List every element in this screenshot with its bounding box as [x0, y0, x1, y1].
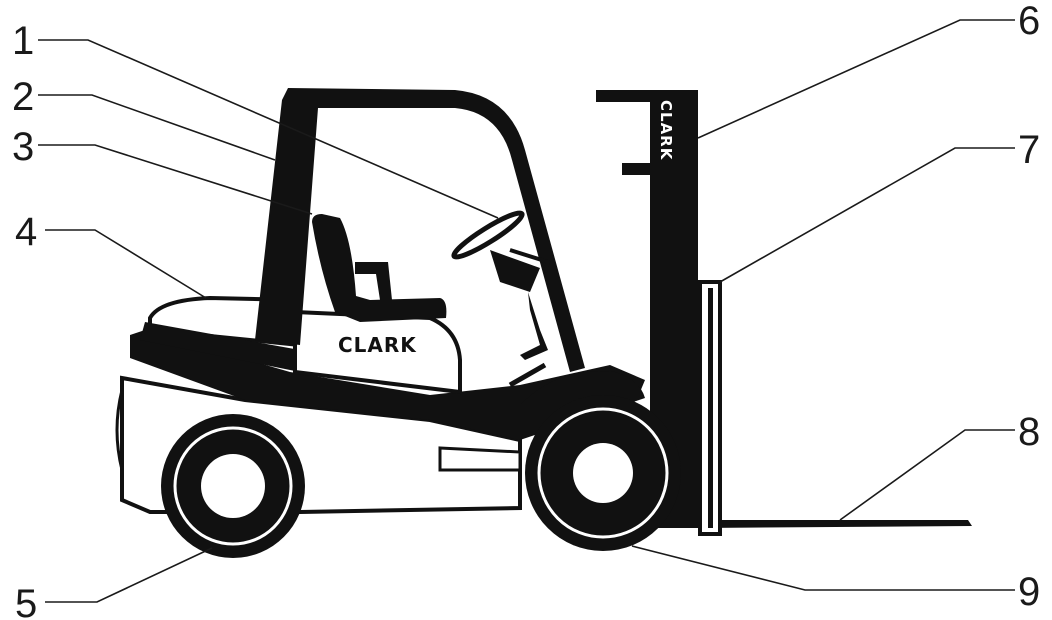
body-brand-logo: CLARK	[338, 333, 417, 357]
front-wheel	[525, 395, 681, 551]
leader-line-8	[840, 430, 1015, 520]
mast-brand-logo: CLARK	[657, 100, 675, 161]
callout-number-7: 7	[1018, 128, 1040, 172]
callout-number-1: 1	[12, 19, 34, 63]
callout-number-6: 6	[1018, 0, 1040, 43]
callout-number-9: 9	[1018, 570, 1040, 614]
leader-line-2	[38, 95, 275, 160]
leader-line-6	[698, 20, 1015, 138]
carriage	[700, 282, 720, 534]
leader-line-5	[45, 548, 212, 602]
callout-number-2: 2	[12, 75, 34, 119]
callout-number-8: 8	[1018, 410, 1040, 454]
callout-number-3: 3	[12, 125, 34, 169]
leader-line-4	[45, 230, 206, 298]
forklift-illustration: CLARK CLARK	[117, 88, 972, 558]
leader-line-9	[632, 546, 1015, 590]
rear-wheel	[161, 414, 305, 558]
leader-line-1	[38, 40, 498, 218]
leader-line-7	[720, 148, 1015, 282]
pedals	[510, 292, 548, 385]
forks	[700, 520, 972, 528]
callout-number-5: 5	[15, 582, 37, 620]
operator-seat	[312, 214, 446, 322]
callout-number-4: 4	[15, 210, 37, 254]
